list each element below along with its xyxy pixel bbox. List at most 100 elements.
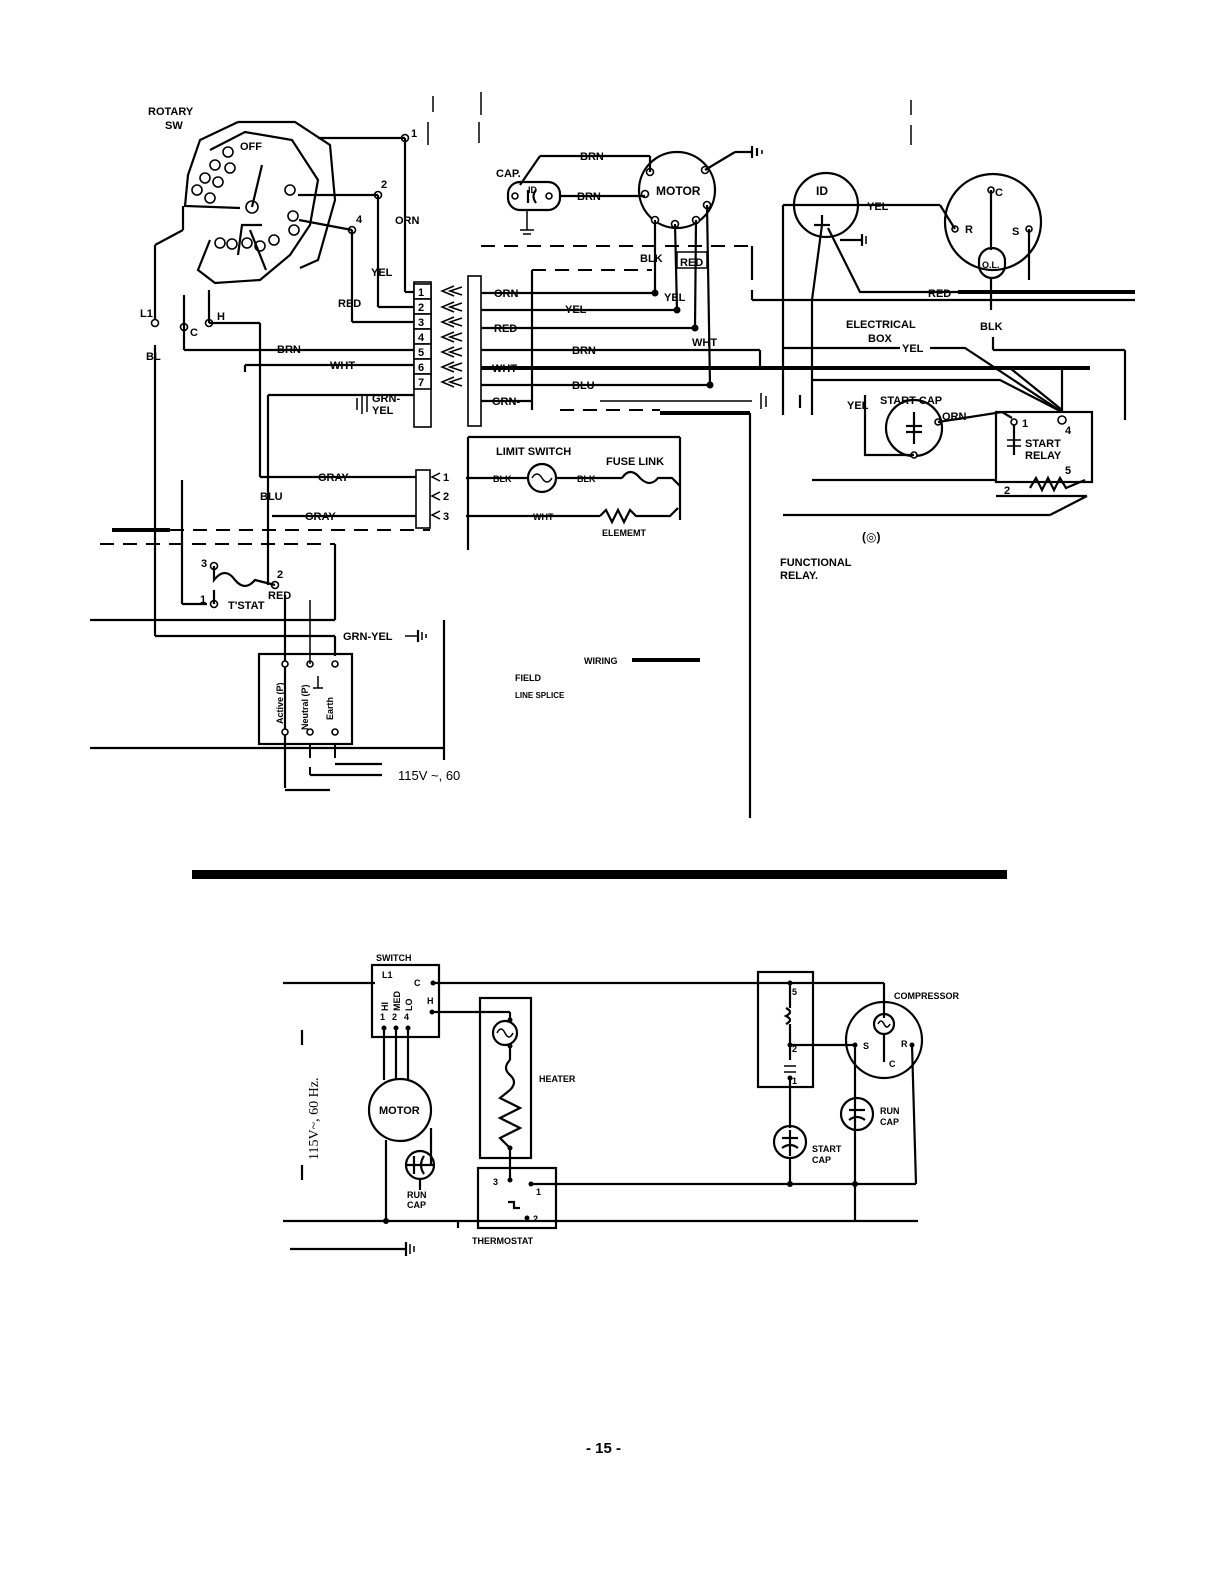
schematic-relay: 5 2 1 (756, 970, 855, 1128)
switch-c: C (414, 978, 421, 988)
brn-wire-1: BRN (580, 151, 604, 163)
blu-wire-label: BLU (260, 491, 283, 503)
switch-label: SWITCH (376, 953, 412, 963)
tstat-t1: 1 (200, 594, 206, 606)
switch-terminal-1-label: 1 (411, 128, 417, 140)
tb3-pin-2: 2 (443, 491, 449, 503)
grn-yel-label-2: YEL (372, 405, 394, 417)
limit-blk-1: BLK (493, 474, 512, 484)
switch-n2: 2 (392, 1012, 397, 1022)
comp-c-terminal: C (995, 187, 1003, 199)
comp-run-cap-2: CAP (880, 1117, 899, 1127)
compressor-wiring-section: ID YEL RED C R S O.L. BLK (780, 171, 1135, 582)
schematic-motor (367, 1077, 433, 1143)
motor-yel-label: YEL (664, 292, 686, 304)
switch-med: MED (392, 991, 402, 1012)
legend-wiring: WIRING (584, 656, 618, 666)
start-cap-label-2: CAP (812, 1155, 831, 1165)
relay-label-2: RELAY (1025, 450, 1062, 462)
tstat-assembly: 3 1 2 RED T'STAT (200, 558, 291, 788)
electrical-box-label-1: ELECTRICAL (846, 319, 916, 331)
switch-housing-outline (238, 120, 337, 270)
schematic-motor-label: MOTOR (379, 1105, 420, 1117)
relay-terminal-2: 2 (792, 1044, 797, 1054)
page-number: - 15 - (586, 1440, 621, 1457)
schematic-thermostat: 3 1 2 THERMOSTAT (456, 1166, 790, 1246)
motor-red-label: RED (680, 257, 703, 269)
active-terminal-label: Active (P) (275, 682, 285, 724)
pictorial-wiring-diagram: ROTARY SW OFF (90, 92, 1135, 818)
tb-pin-7: 7 (418, 377, 424, 389)
comp-r-terminal: R (965, 224, 973, 236)
mid-brn-label: BRN (572, 345, 596, 357)
power-supply-block: Active (P) Neutral (P) Earth (257, 600, 354, 746)
compressor-label: COMPRESSOR (894, 991, 960, 1001)
relay-label-1: START (1025, 438, 1061, 450)
rotary-switch-label: ROTARY (148, 106, 194, 118)
comp-yel2-label: YEL (902, 343, 924, 355)
thermostat-label: THERMOSTAT (472, 1236, 534, 1246)
relay-terminal-5: 5 (792, 987, 797, 997)
red-wire-label: RED (338, 298, 361, 310)
schematic-compressor: COMPRESSOR S R C RUN CAP (785, 981, 960, 1221)
cap-id-label: ID (528, 185, 538, 195)
schematic-diagram: 115V~, 60 Hz. SWITCH L1 C HI MED LO H 1 … (283, 953, 960, 1256)
comp-yel3-label: YEL (847, 400, 869, 412)
off-position-label: OFF (240, 141, 262, 153)
switch-hi: HI (380, 1002, 390, 1011)
brn-wire-2: BRN (577, 191, 601, 203)
fan-motor (637, 150, 717, 230)
grn-yel-label-1: GRN- (372, 393, 400, 405)
mid-wht-label: WHT (492, 363, 517, 375)
relay-t5: 5 (1065, 465, 1071, 477)
schematic-heater: HEATER (478, 996, 576, 1178)
power-grn-yel: GRN-YEL (343, 631, 393, 643)
tb-pin-1: 1 (418, 287, 424, 299)
tstat-label: T'STAT (228, 600, 265, 612)
functional-label-2: RELAY. (780, 570, 818, 582)
fuse-link-label: FUSE LINK (606, 456, 664, 468)
switch-contact (222, 146, 234, 158)
limit-switch-label: LIMIT SWITCH (496, 446, 571, 458)
comp-id-label: ID (816, 184, 828, 198)
rotary-switch-label-2: SW (165, 120, 183, 132)
tb-pin-5: 5 (418, 347, 424, 359)
mid-red-label: RED (494, 323, 517, 335)
mid-blu-label: BLU (572, 380, 595, 392)
switch-n1: 1 (380, 1012, 385, 1022)
relay-t1: 1 (1022, 418, 1028, 430)
compressor-r: R (901, 1039, 908, 1049)
compressor-s: S (863, 1041, 869, 1051)
brn-wire-label: BRN (277, 344, 301, 356)
tb-pin-6: 6 (418, 362, 424, 374)
c-terminal-label: C (190, 327, 198, 339)
comp-blk-label: BLK (980, 321, 1003, 333)
compressor-c: C (889, 1059, 896, 1069)
orn-wire-label: ORN (395, 215, 420, 227)
start-cap-label-1: START (812, 1144, 842, 1154)
tb3-pin-1: 1 (443, 472, 449, 484)
neutral-terminal-label: Neutral (P) (300, 684, 310, 730)
comp-ol-label: O.L. (982, 260, 1000, 270)
tstat-t2: 2 (277, 569, 283, 581)
electrical-box-label-2: BOX (868, 333, 893, 345)
rotary-switch: ROTARY SW OFF (148, 106, 337, 285)
switch-terminal-2-label: 2 (381, 179, 387, 191)
limit-blk-2: BLK (577, 474, 596, 484)
relay-t4: 4 (1065, 425, 1072, 437)
tb3-pin-3: 3 (443, 511, 449, 523)
mid-orn-label: ORN (494, 288, 519, 300)
thermo-t3: 3 (493, 1177, 498, 1187)
thermo-t1: 1 (536, 1187, 541, 1197)
run-cap-label-2: CAP (407, 1200, 426, 1210)
fan-capacitor (506, 180, 562, 212)
relay-symbol: (◎) (862, 530, 880, 544)
yel-wire-label: YEL (371, 267, 393, 279)
comp-run-cap-1: RUN (880, 1106, 900, 1116)
h-terminal-label: H (217, 311, 225, 323)
terminal-block-3-pin: 1 2 3 (415, 469, 449, 529)
legend-line-splice: LINE SPLICE (515, 691, 565, 700)
relay-t2: 2 (1004, 485, 1010, 497)
supply-voltage-label: 115V ~, 60 (398, 768, 460, 783)
